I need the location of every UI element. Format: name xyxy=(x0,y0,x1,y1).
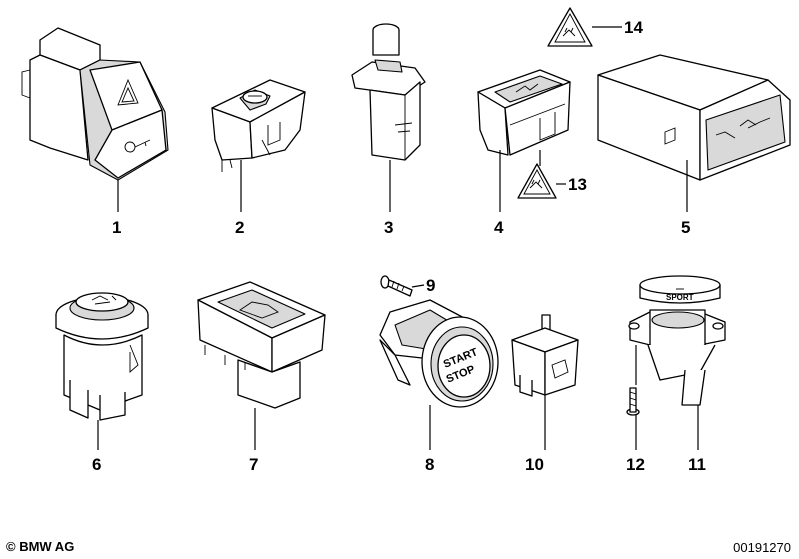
callout-5: 5 xyxy=(681,218,690,237)
hazard-triangle-icon xyxy=(117,78,139,106)
seat-heat-warning-icon xyxy=(529,179,543,189)
part-11-sport-button: SPORT xyxy=(628,275,726,406)
trunk-lock-icon xyxy=(124,139,151,153)
callout-9: 9 xyxy=(426,276,435,295)
callout-10: 10 xyxy=(525,455,544,474)
callout-2: 2 xyxy=(235,218,244,237)
part-6-round-button xyxy=(55,292,149,421)
part-14-warning-label xyxy=(547,7,593,47)
leader-lines xyxy=(97,26,699,450)
seat-heat-warning-icon xyxy=(562,27,576,37)
part-9-screw xyxy=(380,275,413,297)
callout-6: 6 xyxy=(92,455,101,474)
part-13-warning-label xyxy=(517,163,557,199)
part-4-seat-switch xyxy=(477,69,571,156)
part-8-start-stop-button: START STOP xyxy=(379,299,499,408)
part-10-small-switch xyxy=(511,314,579,397)
part-5-heating-module xyxy=(597,54,791,181)
callout-3: 3 xyxy=(384,218,393,237)
document-id: 00191270 xyxy=(733,540,791,555)
callout-7: 7 xyxy=(249,455,258,474)
callout-1: 1 xyxy=(112,218,121,237)
callout-11: 11 xyxy=(688,455,706,474)
sport-label: SPORT xyxy=(666,293,694,302)
callout-8: 8 xyxy=(425,455,434,474)
callout-12: 12 xyxy=(626,455,645,474)
callout-14: 14 xyxy=(624,18,643,37)
part-12-screw xyxy=(626,387,640,416)
callout-4: 4 xyxy=(494,218,504,237)
part-1-hazard-switch xyxy=(21,27,169,181)
callout-13: 13 xyxy=(568,175,587,194)
copyright-text: © BMW AG xyxy=(6,539,75,554)
callout-numbers: 1 2 3 4 5 13 14 6 7 8 9 10 12 11 xyxy=(92,18,706,474)
seat-heat-icon xyxy=(91,295,117,305)
car-trunk-icon xyxy=(239,301,279,319)
part-7-trunk-switch xyxy=(197,281,326,409)
part-2-rocker-switch xyxy=(211,79,306,172)
part-3-plunger-switch xyxy=(351,23,426,161)
